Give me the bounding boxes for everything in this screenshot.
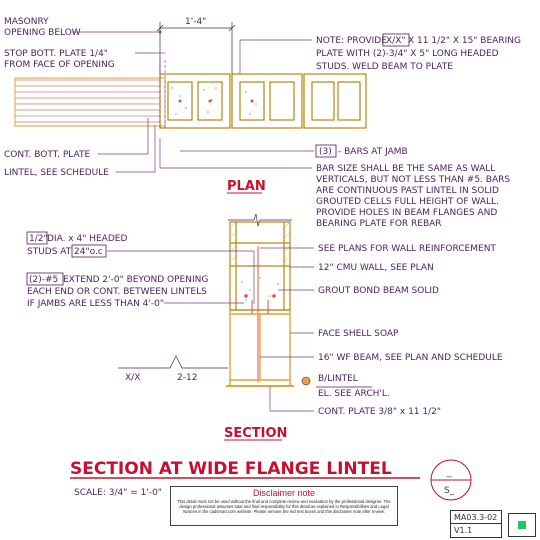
cmu-blocks bbox=[159, 73, 367, 129]
soap-label: FACE SHELL SOAP bbox=[318, 329, 399, 339]
rebar-dots bbox=[178, 99, 254, 103]
stud-box bbox=[26, 231, 48, 245]
grout-fill bbox=[171, 87, 257, 115]
masonry-label: MASONRY bbox=[4, 17, 49, 27]
sheet-code: MA03.3-02 bbox=[451, 511, 501, 524]
plate-note: NOTE: PROVIDE bbox=[316, 36, 387, 46]
elevation-marker bbox=[301, 376, 311, 386]
stud-label: STUDS AT bbox=[27, 247, 72, 257]
contplate-label: CONT. PLATE 3/8" x 11 1/2" bbox=[318, 407, 441, 417]
slope-line bbox=[118, 355, 228, 369]
masonry-label: OPENING BELOW bbox=[4, 28, 81, 38]
bars-label: - BARS AT JAMB bbox=[338, 147, 408, 157]
sheet-version: V1.1 bbox=[454, 526, 473, 535]
width-dimension bbox=[156, 22, 236, 74]
stop-plate-label: FROM FACE OF OPENING bbox=[4, 60, 115, 70]
stop-plate-label: STOP BOTT. PLATE 1/4" bbox=[4, 49, 108, 59]
slope-label: 2-12 bbox=[177, 373, 197, 383]
plan-view: 1'-4" MASONRY OPENING BELOW STOP BOTT. P… bbox=[4, 17, 521, 229]
bubble-top: _ bbox=[446, 468, 452, 478]
bar-size-note: GROUTED CELLS FULL HEIGHT OF WALL. bbox=[316, 197, 499, 207]
title-block: SECTION AT WIDE FLANGE LINTEL SCALE: 3/4… bbox=[70, 459, 472, 501]
plan-beam bbox=[14, 77, 166, 127]
bar-size-note: VERTICALS, BUT NOT LESS THAN #5. BARS bbox=[316, 175, 510, 185]
stud-spacing: 24"o.c bbox=[74, 247, 103, 257]
el-label: EL. SEE ARCH'L. bbox=[318, 389, 390, 399]
stud-spacing-box bbox=[71, 244, 107, 258]
stud-label: DIA. x 4" HEADED bbox=[47, 234, 127, 244]
xx-label: X/X bbox=[125, 373, 140, 383]
sheet-title: SECTION AT WIDE FLANGE LINTEL bbox=[70, 459, 392, 479]
cont-plate-label: CONT. BOTT. PLATE bbox=[4, 150, 90, 160]
bars-label: IF JAMBS ARE LESS THAN 4'-0" bbox=[27, 299, 164, 309]
bars-label: EXTEND 2'-0" BEYOND OPENING bbox=[63, 275, 208, 285]
note-box-text: X/X" bbox=[386, 36, 406, 46]
blintel-label: B/LINTEL bbox=[318, 374, 358, 384]
cmu-label: 12" CMU WALL, SEE PLAN bbox=[318, 263, 434, 273]
bar-size-note: ARE CONTINUOUS PAST LINTEL IN SOLID bbox=[316, 186, 499, 196]
grout-label: GROUT BOND BEAM SOLID bbox=[318, 286, 439, 296]
plate-note: STUDS. WELD BEAM TO PLATE bbox=[316, 62, 453, 72]
stud-box-text: 1/2" bbox=[29, 234, 48, 244]
bar-size-note: PROVIDE HOLES IN BEAM FLANGES AND bbox=[316, 208, 497, 218]
section-view: 1/2" DIA. x 4" HEADED STUDS AT 24"o.c (2… bbox=[26, 213, 503, 441]
bars-label: EACH END OR CONT. BETWEEN LINTELS bbox=[27, 287, 207, 297]
disclaimer-body: This detail must not be used without the… bbox=[177, 499, 391, 514]
status-indicator bbox=[518, 521, 526, 529]
leader-dot bbox=[158, 30, 162, 34]
break-line bbox=[228, 213, 292, 227]
status-box bbox=[508, 513, 536, 537]
beam-label: 16" WF BEAM, SEE PLAN AND SCHEDULE bbox=[318, 353, 503, 363]
wf-beam bbox=[229, 310, 291, 386]
bars-box-text: (2)-#5 bbox=[29, 275, 58, 285]
cmu-wall bbox=[229, 221, 291, 311]
bars-box bbox=[26, 272, 64, 286]
scale-label: SCALE: 3/4" = 1'-0" bbox=[74, 488, 162, 498]
masonry-hatch bbox=[15, 79, 160, 123]
wall-hatch bbox=[229, 221, 291, 263]
section-title: SECTION bbox=[224, 426, 287, 441]
bars-box-text: (3) bbox=[319, 147, 332, 157]
bar-size-note: BAR SIZE SHALL BE THE SAME AS WALL bbox=[316, 164, 495, 174]
lintel-label: LINTEL, SEE SCHEDULE bbox=[4, 168, 109, 178]
bar-size-note: BEARING PLATE FOR REBAR bbox=[316, 219, 442, 229]
bond-beam-grout bbox=[241, 277, 279, 301]
plate-note: PLATE WITH (2)-3/4" X 5" LONG HEADED bbox=[316, 49, 499, 59]
bond-beam-rebar bbox=[244, 294, 276, 298]
sheet-code-box: MA03.3-02 V1.1 bbox=[450, 510, 502, 538]
disclaimer-title: Disclaimer note bbox=[252, 488, 316, 498]
bubble-bottom: S_ bbox=[444, 486, 455, 496]
plan-title: PLAN bbox=[227, 179, 266, 194]
bars-box bbox=[315, 144, 337, 158]
headed-studs bbox=[251, 300, 269, 314]
disclaimer-box: Disclaimer note This detail must not be … bbox=[170, 486, 398, 526]
plate-note: X 11 1/2" X 15" BEARING bbox=[408, 36, 521, 46]
reinf-label: SEE PLANS FOR WALL REINFORCEMENT bbox=[318, 244, 496, 254]
dimension-label: 1'-4" bbox=[185, 17, 206, 27]
note-box bbox=[382, 33, 410, 47]
